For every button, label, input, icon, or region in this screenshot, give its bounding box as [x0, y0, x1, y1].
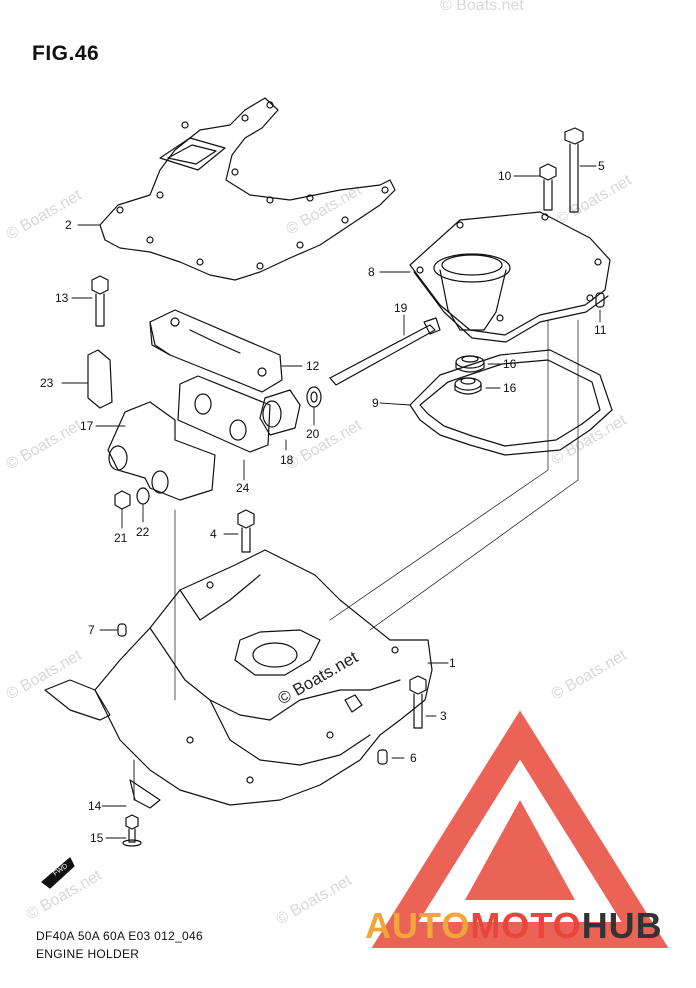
- callout-10: 10: [498, 169, 512, 183]
- brand-wordmark: AUTOMOTOHUB: [365, 905, 663, 947]
- dowel-part-11: [595, 292, 605, 308]
- callout-1: 1: [449, 656, 456, 670]
- bolt-part-3: [409, 675, 427, 729]
- stud-part-19: [329, 317, 441, 386]
- callout-3: 3: [440, 709, 447, 723]
- washer-part-22: [136, 487, 150, 505]
- callout-16: 16: [503, 357, 517, 371]
- callout-20: 20: [306, 427, 320, 441]
- bushing-part-18: [259, 389, 301, 436]
- nut-part-21: [114, 490, 131, 510]
- watermark: © Boats.net: [440, 0, 524, 14]
- callout-16: 16: [503, 381, 517, 395]
- callout-24: 24: [236, 481, 250, 495]
- watermark: © Boats.net: [4, 647, 86, 704]
- watermark: © Boats.net: [284, 182, 366, 239]
- seal-part-16: [454, 377, 482, 395]
- bolt-part-15: [122, 814, 142, 847]
- callout-2: 2: [65, 218, 72, 232]
- watermark: © Boats.net: [549, 647, 631, 704]
- seal-part-16: [455, 355, 485, 373]
- watermark: © Boats.net: [4, 417, 86, 474]
- callout-15: 15: [90, 831, 104, 845]
- callout-8: 8: [368, 265, 375, 279]
- callout-19: 19: [394, 301, 408, 315]
- gasket-part-9: [409, 349, 613, 456]
- watermark: © Boats.net: [4, 187, 86, 244]
- bolt-part-4: [237, 509, 255, 553]
- mount-block-part-12: [149, 309, 283, 393]
- washer-part-20: [306, 386, 322, 408]
- cover-plate-part-8: [409, 211, 611, 343]
- brand-logo: [371, 710, 669, 948]
- callout-7: 7: [88, 623, 95, 637]
- watermark-center: © Boats.net: [275, 647, 362, 708]
- callout-5: 5: [598, 159, 605, 173]
- watermark: © Boats.net: [274, 872, 356, 929]
- callout-labels: 1 2 3 4 5 6 7 8 9 10 11 12 13 14 15 16 1…: [40, 159, 607, 845]
- brand-part-3: HUB: [581, 905, 663, 946]
- leader-lines: [61, 165, 601, 839]
- bolt-part-13: [91, 275, 109, 327]
- callout-17: 17: [80, 419, 94, 433]
- callout-22: 22: [136, 525, 150, 539]
- callout-21: 21: [114, 531, 128, 545]
- callout-6: 6: [410, 751, 417, 765]
- callout-11: 11: [594, 323, 607, 337]
- watermark: © Boats.net: [549, 412, 631, 469]
- dowel-part-6: [377, 749, 388, 765]
- gasket-part-2: [99, 97, 396, 281]
- callout-23: 23: [40, 376, 54, 390]
- callout-9: 9: [372, 396, 379, 410]
- bolt-part-5: [564, 127, 584, 213]
- callout-18: 18: [280, 453, 294, 467]
- callout-12: 12: [306, 359, 320, 373]
- callout-13: 13: [55, 291, 69, 305]
- plate-part-24: [177, 375, 271, 453]
- watermark: © Boats.net: [554, 172, 636, 229]
- bracket-part-23: [87, 349, 113, 409]
- brand-part-1: AUTO: [365, 905, 471, 946]
- diagram-name: ENGINE HOLDER: [36, 947, 140, 961]
- alignment-lines: [174, 319, 579, 701]
- bolt-part-10: [539, 163, 557, 211]
- callout-14: 14: [88, 799, 102, 813]
- brand-part-2: MOTO: [470, 905, 582, 946]
- engine-holder-part-1: [44, 549, 433, 809]
- dowel-part-7: [117, 623, 127, 637]
- diagram-code: DF40A 50A 60A E03 012_046: [36, 929, 203, 943]
- fwd-arrow-icon: [41, 857, 75, 889]
- bracket-part-17: [107, 401, 216, 501]
- figure-title: FIG.46: [32, 42, 100, 65]
- callout-4: 4: [210, 527, 217, 541]
